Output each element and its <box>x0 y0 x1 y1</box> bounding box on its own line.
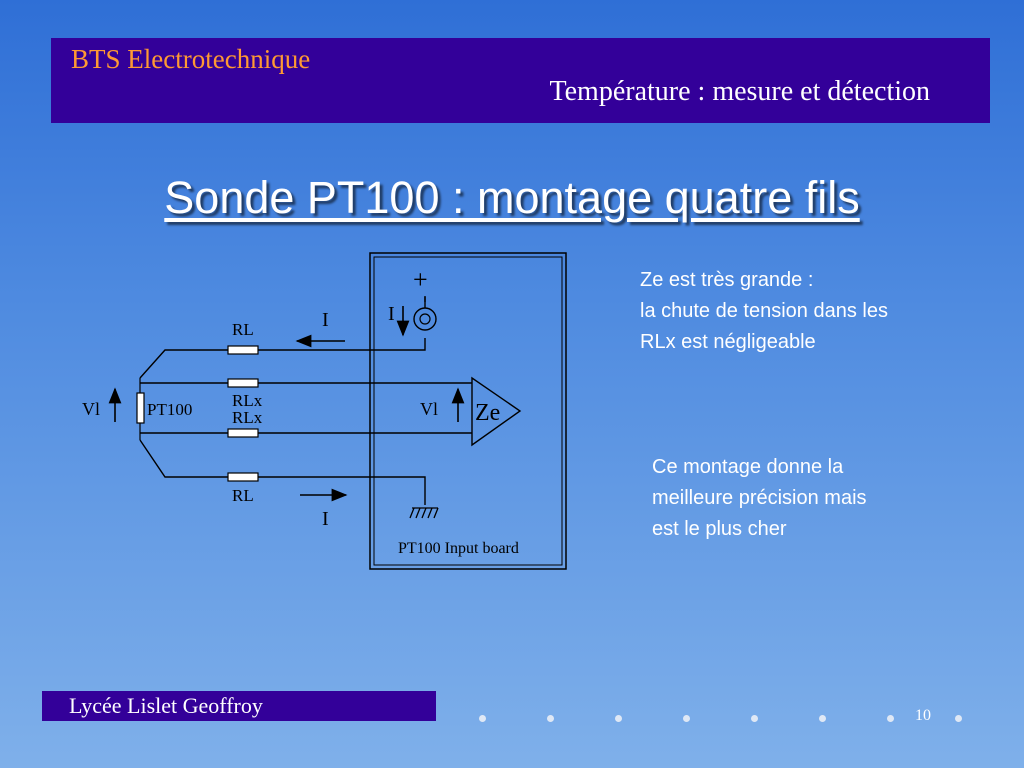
label-vl-right: Vl <box>420 399 438 419</box>
wiring <box>139 297 472 505</box>
four-wire-circuit-diagram: RL RLx RLx RL I I I Vl Vl PT100 Ze + PT1… <box>82 252 567 570</box>
footer-dot <box>887 715 894 722</box>
ground-icon <box>409 507 439 519</box>
footer-dot <box>683 715 690 722</box>
course-title: BTS Electrotechnique <box>71 44 311 74</box>
label-rlx-1: RLx <box>232 391 263 410</box>
resistor-rlx-1 <box>227 378 259 388</box>
label-pt100: PT100 <box>147 400 192 419</box>
footer-dot <box>547 715 554 722</box>
input-board-frame-inner <box>373 256 563 566</box>
label-rlx-2: RLx <box>232 408 263 427</box>
label-ze: Ze <box>475 400 500 426</box>
footer-dot <box>751 715 758 722</box>
current-source-icon <box>413 307 437 331</box>
note-line: est le plus cher <box>652 518 787 540</box>
amplifier-ze <box>471 376 522 447</box>
school-name: Lycée Lislet Geoffroy <box>69 693 263 718</box>
footer-dot <box>479 715 486 722</box>
note-line: RLx est négligeable <box>640 331 816 353</box>
label-i-top: I <box>322 309 329 331</box>
label-i-bottom: I <box>322 508 329 530</box>
label-plus: + <box>413 265 428 294</box>
note-line: Ze est très grande : <box>640 269 814 291</box>
label-i-source: I <box>388 303 395 325</box>
current-source-inner <box>419 313 431 325</box>
resistor-rlx-2 <box>227 428 259 438</box>
footer-dot <box>615 715 622 722</box>
resistor-rl-bottom <box>227 472 259 482</box>
label-rl-top: RL <box>232 320 254 339</box>
subject-title: Température : mesure et détection <box>549 76 930 107</box>
pt100-sensor <box>136 392 145 424</box>
label-rl-bottom: RL <box>232 486 254 505</box>
footer-bar: Lycée Lislet Geoffroy <box>42 691 436 721</box>
label-input-board: PT100 Input board <box>398 540 519 557</box>
slide-title: Sonde PT100 : montage quatre fils <box>164 172 860 223</box>
resistor-rl-top <box>227 345 259 355</box>
footer-dot <box>819 715 826 722</box>
note-line: meilleure précision mais <box>652 487 867 509</box>
input-board-frame <box>369 252 567 570</box>
note-line: Ce montage donne la <box>652 456 844 478</box>
note-precision-cost: Ce montage donne la meilleure précision … <box>652 452 952 545</box>
page-number: 10 <box>915 707 931 724</box>
footer-dot <box>955 715 962 722</box>
label-vl-left: Vl <box>82 399 100 419</box>
note-high-impedance: Ze est très grande : la chute de tension… <box>640 265 980 358</box>
header-bar: BTS Electrotechnique Température : mesur… <box>51 38 990 123</box>
note-line: la chute de tension dans les <box>640 300 888 322</box>
